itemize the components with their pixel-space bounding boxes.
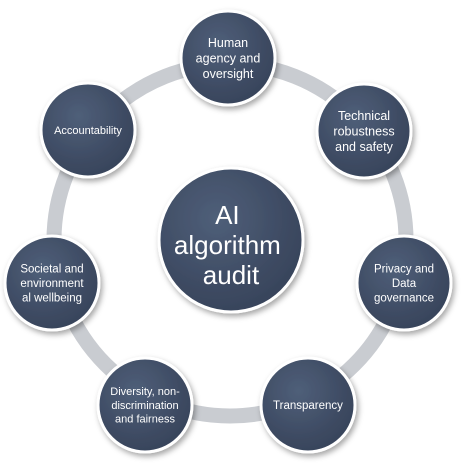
node-circle bbox=[315, 82, 413, 180]
center-label-line: audit bbox=[203, 260, 260, 290]
node-circle bbox=[179, 9, 277, 107]
node-transparency: Transparency bbox=[259, 356, 357, 454]
node-label-line: Societal and bbox=[20, 264, 83, 276]
node-label-line: environment bbox=[20, 278, 84, 290]
node-label-line: Accountability bbox=[54, 125, 122, 137]
node-label-line: oversight bbox=[203, 67, 254, 81]
node-circle bbox=[96, 356, 194, 454]
center-label-line: algorithm bbox=[174, 230, 281, 260]
node-circle bbox=[3, 234, 101, 332]
center-label-line: AI bbox=[215, 200, 240, 230]
node-label: Accountability bbox=[54, 125, 122, 137]
node-circle bbox=[39, 81, 137, 179]
node-label: Diversity, non-discrimination and fairnes… bbox=[110, 386, 180, 426]
node-label-line: Diversity, non- bbox=[110, 386, 180, 398]
node-label-line: Technical bbox=[338, 109, 390, 123]
node-label: Societal and environment al wellbeing bbox=[20, 264, 84, 305]
node-circle bbox=[355, 234, 453, 332]
node-label-line: agency and bbox=[196, 51, 261, 65]
node-label-line: al wellbeing bbox=[22, 292, 82, 304]
node-societal-wellbeing: Societal and environment al wellbeing bbox=[3, 234, 101, 332]
node-label-line: discrimination bbox=[111, 400, 178, 412]
node-label-line: Privacy and bbox=[374, 264, 434, 276]
node-label-line: and safety bbox=[335, 140, 393, 154]
node-diversity: Diversity, non-discrimination and fairnes… bbox=[96, 356, 194, 454]
node-label-line: Human bbox=[208, 36, 248, 50]
node-label-line: robustness bbox=[333, 124, 394, 138]
node-label-line: Data bbox=[392, 278, 417, 290]
node-label-line: Transparency bbox=[273, 400, 343, 412]
node-accountability: Accountability bbox=[39, 81, 137, 179]
center-node-ai-algorithm-audit: AI algorithm audit bbox=[157, 166, 305, 314]
node-label-line: governance bbox=[374, 292, 434, 304]
node-label-line: and fairness bbox=[115, 414, 175, 426]
center-label: AI algorithm audit bbox=[174, 200, 288, 290]
node-circle bbox=[259, 356, 357, 454]
node-label: Transparency bbox=[273, 400, 343, 412]
